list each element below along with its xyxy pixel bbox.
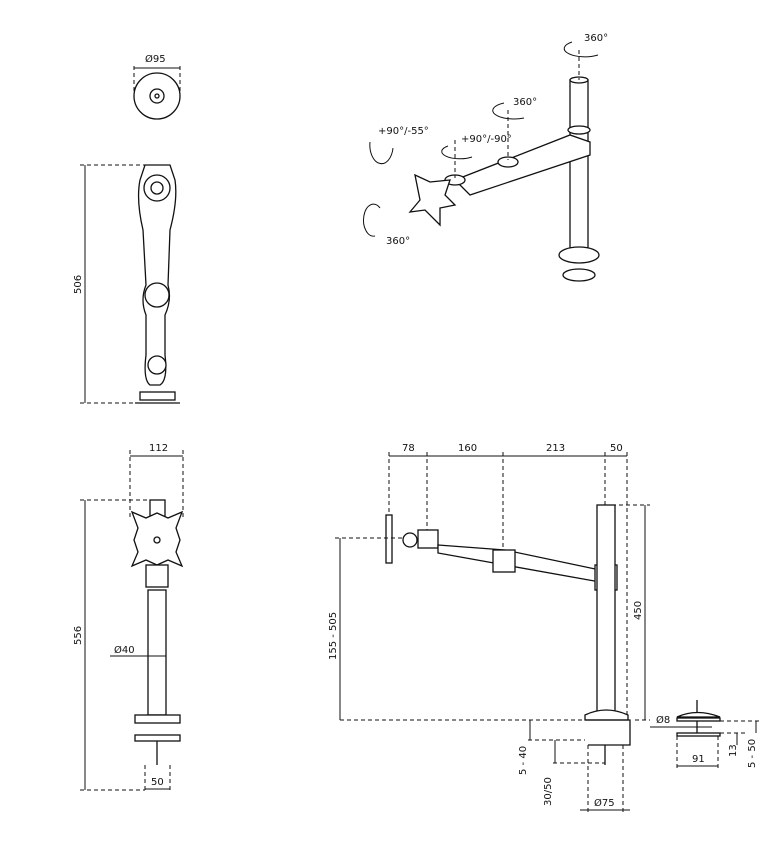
profile-view: 78 160 213 50 450 155 - 505 5 - 40 30/50…	[328, 443, 650, 812]
arm-rotation-label: 360°	[513, 97, 537, 108]
clamp-gap-label: 5 - 40	[518, 746, 529, 775]
bolt-diameter-label: Ø8	[656, 714, 670, 726]
front-view: 112 556 Ø40 50	[73, 443, 184, 792]
height-range-label: 155 - 505	[328, 612, 339, 660]
grommet-view: Ø8 91 13 5 - 50	[650, 700, 760, 768]
pole-height-label: 450	[633, 601, 644, 620]
pole-diameter-label: Ø40	[114, 644, 135, 656]
bolt-width-label: 50	[151, 777, 164, 788]
swivel-label: +90°/-90°	[461, 134, 512, 145]
iso-view: 360° 360° +90°/-90° +90°/-55° 360°	[363, 33, 608, 282]
front-height-label: 556	[73, 626, 84, 645]
desk-range-label: 5 - 50	[747, 739, 758, 768]
plate-width-label: 112	[149, 443, 168, 454]
reach-segment-4: 50	[610, 443, 623, 454]
thickness-label: 13	[728, 744, 739, 757]
clamp-diameter-label: Ø75	[594, 797, 615, 809]
side-view: 506	[73, 164, 180, 404]
side-height-label: 506	[73, 275, 84, 294]
top-diameter-label: Ø95	[145, 53, 166, 65]
reach-segment-3: 213	[546, 443, 565, 454]
plate-rotation-label: 360°	[386, 236, 410, 247]
tilt-label: +90°/-55°	[378, 126, 429, 137]
grommet-width-label: 91	[692, 754, 705, 765]
clamp-depth-label: 30/50	[543, 777, 554, 806]
reach-segment-1: 78	[402, 443, 415, 454]
pole-rotation-label: 360°	[584, 33, 608, 44]
top-view: Ø95	[133, 53, 181, 120]
reach-segment-2: 160	[458, 443, 477, 454]
